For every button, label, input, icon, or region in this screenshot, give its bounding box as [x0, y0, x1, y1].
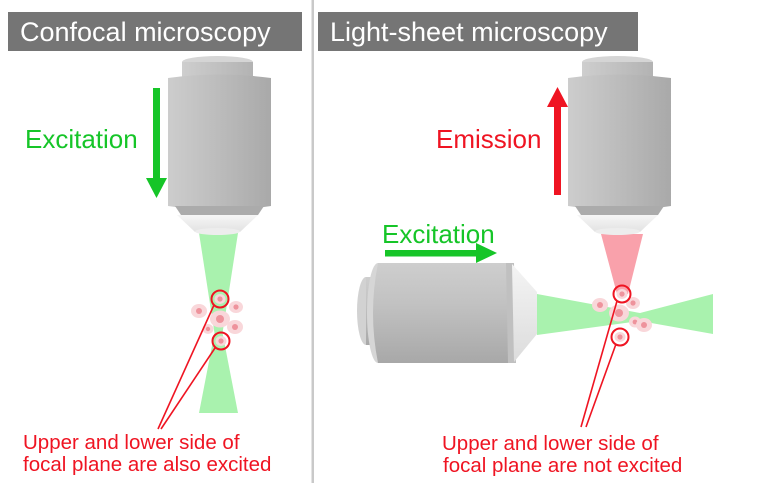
confocal-caption-line2: focal plane are also excited — [23, 453, 271, 476]
leader-line — [585, 343, 617, 428]
lightsheet-callout — [580, 284, 632, 428]
emission-cone — [601, 234, 643, 294]
panel-divider — [311, 0, 314, 483]
fluorophore-blob — [202, 324, 214, 334]
lightsheet-caption-line2: focal plane are not excited — [443, 454, 682, 477]
leader-line — [160, 347, 216, 430]
lower-spot-circle — [610, 327, 630, 347]
panel-confocal: Confocal microscopy Excitation — [8, 12, 302, 476]
confocal-caption-line1: Upper and lower side of — [23, 431, 240, 454]
fluorophore-blob — [592, 298, 608, 312]
confocal-fluorophores — [191, 294, 243, 346]
fluorophore-blob — [614, 332, 626, 342]
fluorophore-blob — [227, 320, 243, 334]
upper-spot-circle — [210, 289, 230, 309]
lightsheet-title: Light-sheet microscopy — [330, 17, 608, 47]
fluorophore-blob — [626, 297, 640, 309]
lower-spot-circle — [211, 331, 231, 351]
lightsheet-title-banner — [318, 12, 638, 51]
leader-line — [580, 300, 618, 428]
detection-objective-lens — [568, 56, 671, 235]
excitation-down-arrow-icon — [146, 88, 167, 198]
excitation-right-arrow-icon — [385, 243, 497, 263]
upper-spot-circle — [612, 284, 632, 304]
leader-line — [157, 304, 215, 430]
emission-label: Emission — [436, 124, 541, 154]
confocal-title: Confocal microscopy — [20, 17, 271, 47]
fluorophore-blob — [636, 318, 652, 332]
emission-up-arrow-icon — [547, 87, 568, 195]
fluorophore-blob — [210, 310, 230, 328]
fluorophore-blob — [191, 304, 207, 318]
illumination-objective-lens — [357, 263, 537, 363]
confocal-excitation-label: Excitation — [25, 124, 138, 154]
lightsheet-excitation-label: Excitation — [382, 219, 495, 249]
confocal-callout — [157, 289, 231, 430]
fluorophore-blob — [616, 289, 628, 299]
confocal-objective-lens — [168, 56, 271, 235]
fluorophore-blob — [229, 301, 243, 313]
confocal-title-banner — [8, 12, 302, 51]
lightsheet-caption-line1: Upper and lower side of — [442, 432, 659, 455]
panel-lightsheet: Light-sheet microscopy Emission Excitati… — [318, 12, 713, 477]
fluorophore-blob — [215, 336, 227, 346]
fluorophore-blob — [214, 294, 226, 304]
